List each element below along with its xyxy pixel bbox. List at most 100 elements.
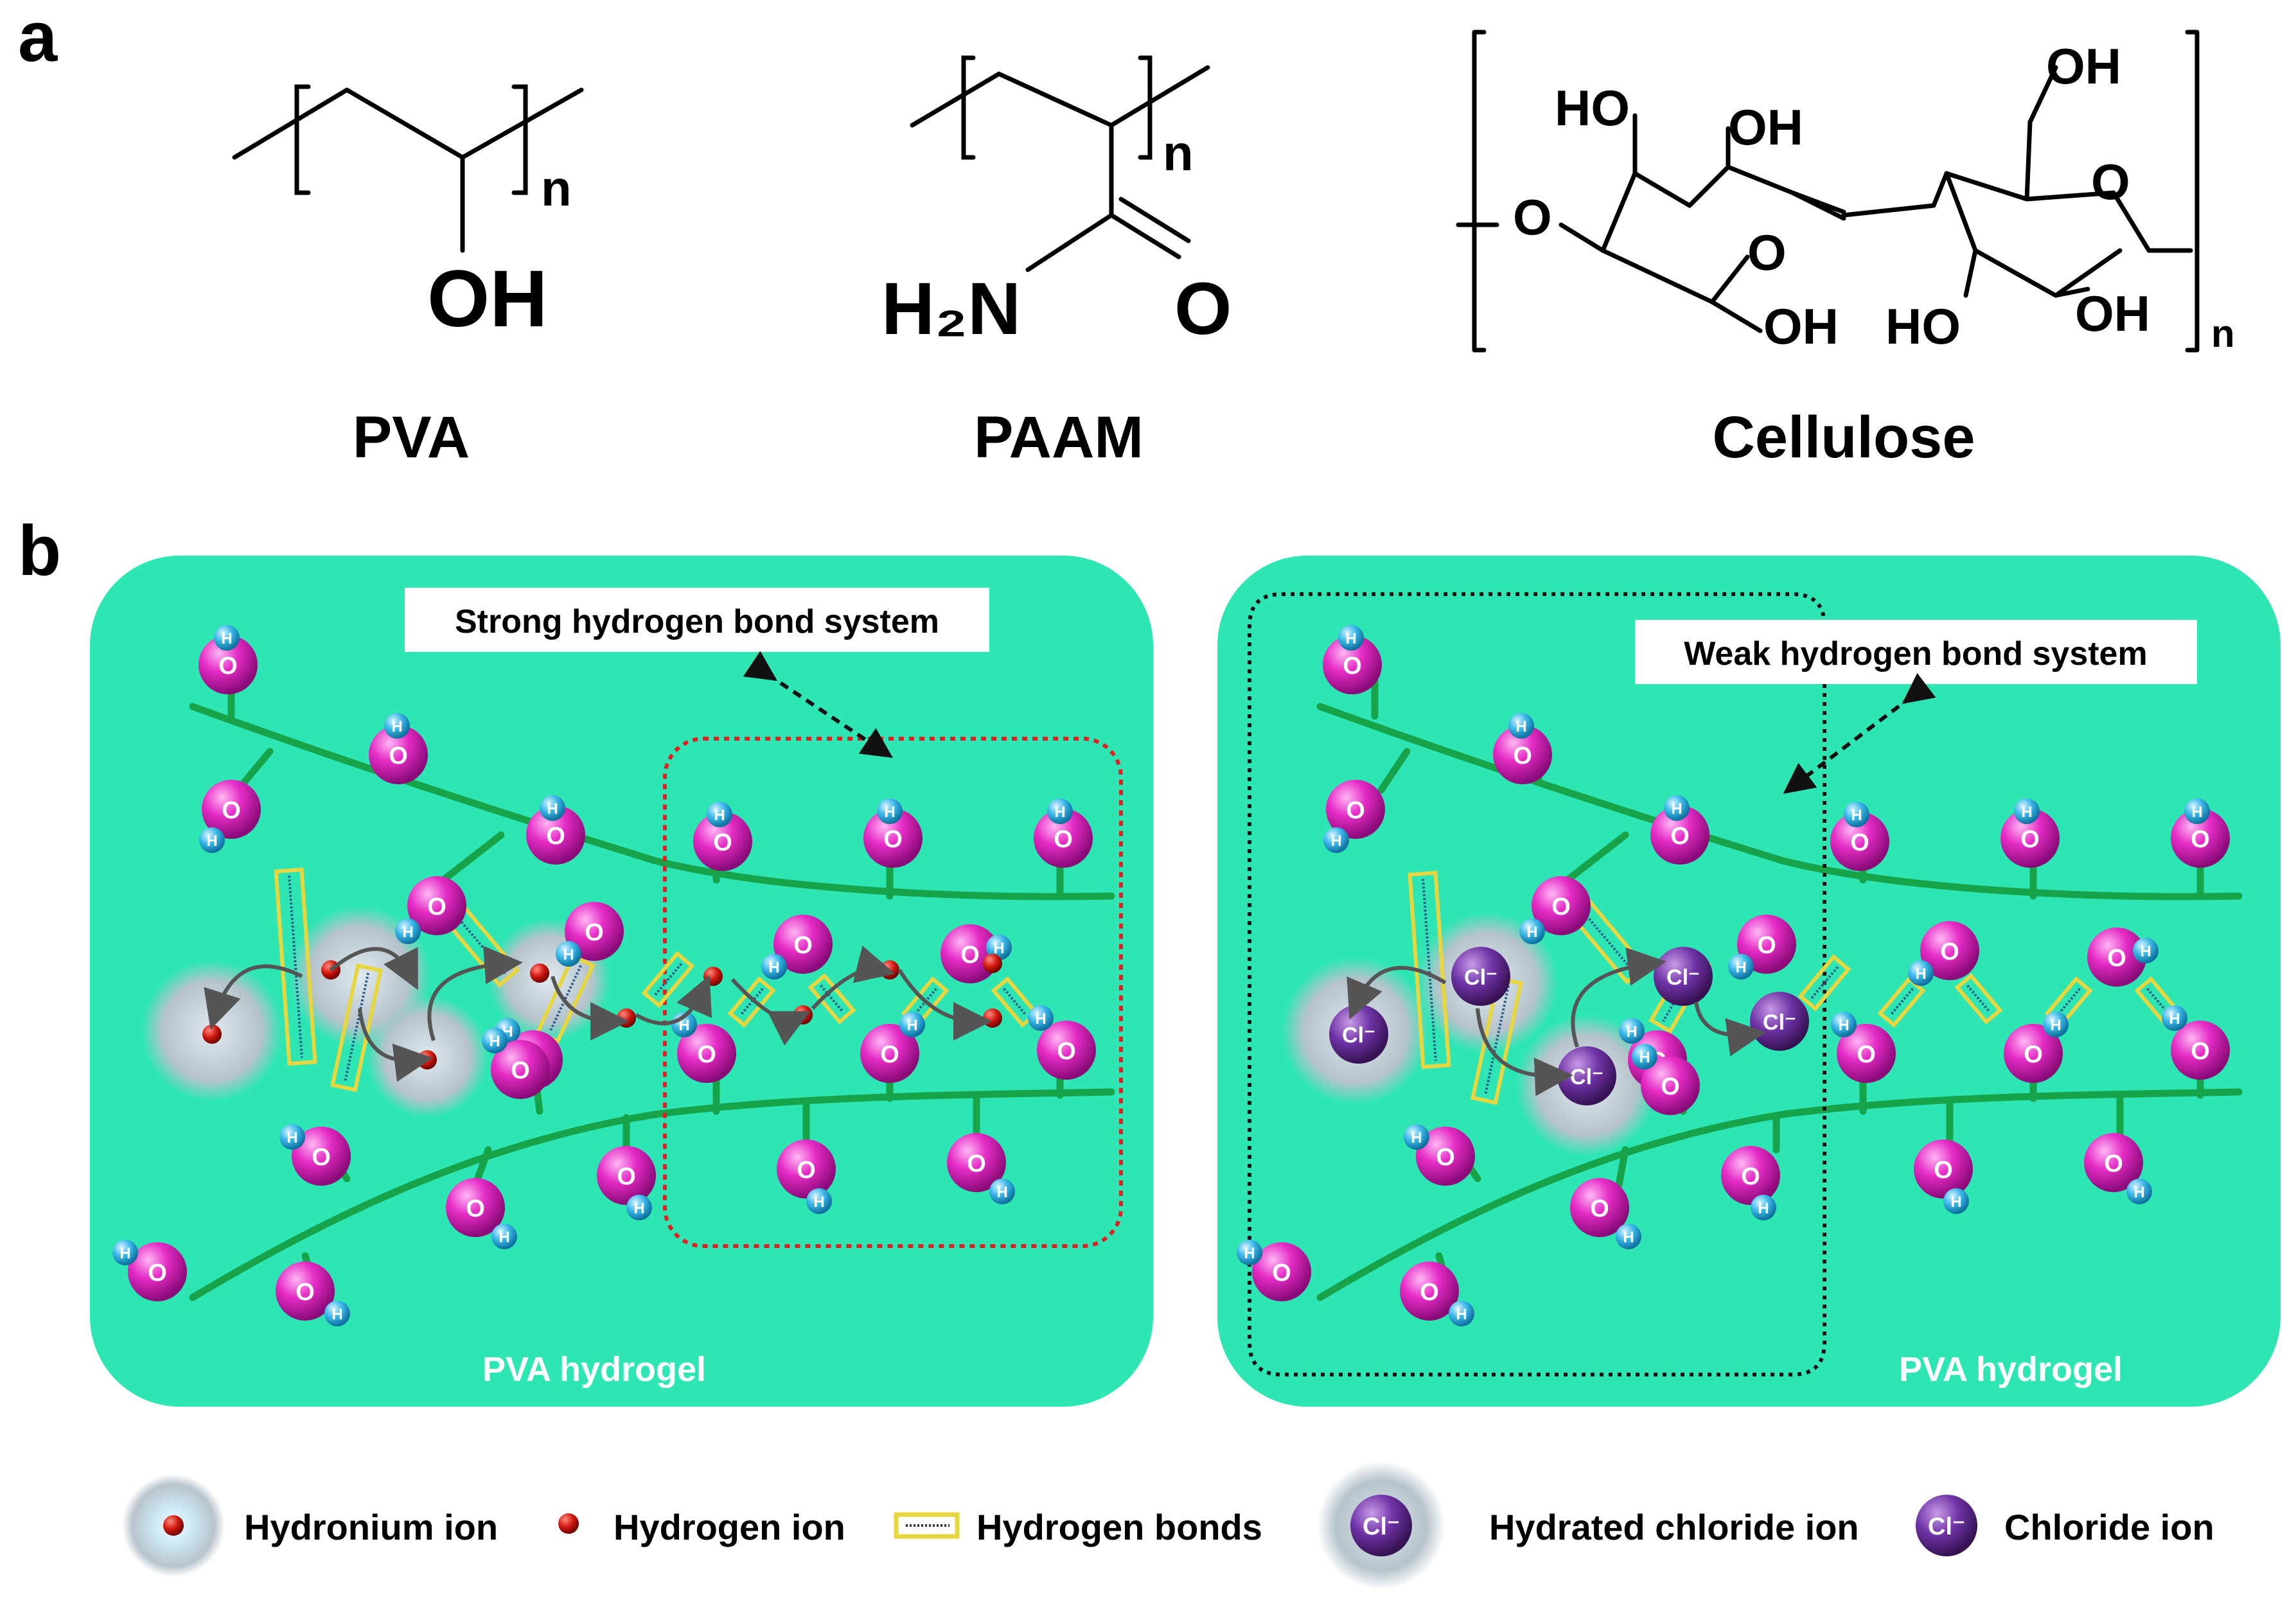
- hydrogen-atom: [199, 827, 225, 853]
- oxygen-atom: [2087, 928, 2146, 987]
- cellulose-o-ring-2: O: [2091, 154, 2130, 210]
- hydrogen-atom: [1664, 795, 1690, 821]
- right-hydrogel-background: [1217, 556, 2281, 1407]
- oxygen-atom: [693, 812, 752, 871]
- legend-hydronium-label: Hydronium ion: [244, 1507, 498, 1547]
- hydroxyl-group: OH: [693, 802, 752, 871]
- hydrogen-symbol: H: [1330, 832, 1341, 850]
- oxygen-atom: [1641, 1056, 1700, 1115]
- hydrogen-bond: [1954, 972, 2003, 1025]
- hydrogen-symbol: H: [499, 1229, 509, 1246]
- hydrogen-atom: [2043, 1012, 2069, 1037]
- left-hydrogel-panel: OHOHOHOHOHOHOHOHOHOHOHOHOHOHOHOHOHOHOHOH…: [90, 556, 1153, 1407]
- hydrogen-atom: [556, 941, 581, 967]
- hydroxyl-group: OH: [2162, 1005, 2230, 1080]
- hydrogen-symbol: H: [1526, 924, 1537, 941]
- left-hydrogel-caption: PVA hydrogel: [482, 1350, 706, 1389]
- oxygen-atom: [565, 902, 624, 961]
- hbond-swatch: [894, 1512, 960, 1539]
- legend-item-hydronium: Hydronium ion: [122, 1474, 498, 1577]
- hydrogen-atom: [1047, 798, 1073, 824]
- hydroxyl-group: OH: [1493, 713, 1552, 784]
- oxygen-atom: [1920, 921, 1979, 980]
- oxygen-atom: [2084, 1133, 2143, 1192]
- chloride-swatch: [1916, 1495, 1977, 1556]
- hydrogen-symbol: H: [2021, 804, 2032, 821]
- hydrogen-symbol: H: [2133, 1184, 2144, 1201]
- hydrogen-ion: [983, 954, 1002, 973]
- hydrogen-atom: [2162, 1005, 2187, 1031]
- oxygen-atom: [860, 1024, 919, 1083]
- oxygen-symbol: O: [713, 829, 732, 856]
- oxygen-symbol: O: [1741, 1163, 1760, 1190]
- hydrogen-symbol: H: [678, 1017, 689, 1034]
- oxygen-atom: [1034, 809, 1093, 868]
- cellulose-o-left: O: [1513, 189, 1552, 245]
- oxygen-symbol: O: [1057, 1038, 1076, 1065]
- oxygen-atom: [597, 1146, 656, 1205]
- hydrogen-ion: [880, 960, 899, 980]
- oxygen-atom: [947, 1133, 1006, 1192]
- legend-item-hbond: Hydrogen bonds: [894, 1507, 1262, 1547]
- oxygen-symbol: O: [1551, 893, 1571, 920]
- oxygen-atom: [1323, 635, 1382, 694]
- hydrogen-symbol: H: [1456, 1306, 1467, 1323]
- hydrogen-bond: [727, 976, 776, 1028]
- chloride-symbol: Cl⁻: [1666, 965, 1700, 990]
- hydroxyl-group: OH: [1632, 1044, 1700, 1115]
- oxygen-symbol: O: [218, 653, 238, 680]
- weak-callout-arrow: [1783, 673, 1936, 794]
- hydrogen-symbol: H: [996, 1184, 1007, 1201]
- strong-callout-text: Strong hydrogen bond system: [455, 603, 939, 640]
- hydrogen-atom: [1237, 1240, 1262, 1265]
- hydroxyl-group: OH: [1519, 876, 1591, 944]
- transfer-arrow: [897, 969, 992, 1041]
- hydrogen-symbol: H: [1623, 1229, 1634, 1246]
- transfer-arrow: [551, 976, 629, 1041]
- oxygen-atom: [1650, 805, 1709, 865]
- panel-b-label: b: [18, 511, 61, 590]
- oxygen-atom: [202, 780, 261, 839]
- hydrated-chloride-symbol: Cl⁻: [1363, 1513, 1400, 1540]
- oxygen-atom: [2171, 1021, 2230, 1080]
- hydroxyl-group: OH: [556, 902, 624, 967]
- oxygen-atom: [369, 725, 428, 784]
- oxygen-atom: [1737, 915, 1796, 974]
- hydroxyl-group: OH: [2084, 1133, 2152, 1204]
- oxygen-symbol: O: [511, 1057, 530, 1084]
- hydrogen-atom: [1028, 1005, 1054, 1031]
- hydrogen-symbol: H: [221, 630, 232, 647]
- hydrogen-atom: [1508, 713, 1534, 739]
- transfer-arrow: [1476, 1008, 1573, 1096]
- cellulose-oh-1: OH: [1728, 99, 1803, 155]
- cellulose-subscript-n: n: [2211, 312, 2235, 355]
- legend-chloride-label: Chloride ion: [2004, 1507, 2214, 1547]
- oxygen-atom: [1570, 1178, 1629, 1237]
- chloride-symbol: Cl⁻: [1464, 965, 1497, 990]
- weak-hbond-region: [1248, 592, 1826, 1376]
- hydroxyl-group: OH: [860, 1012, 925, 1083]
- oxygen-atom: [1837, 1024, 1896, 1083]
- hydrogen-symbol: H: [1054, 804, 1065, 821]
- legend-item-hydrated-chloride: Cl⁻ Hydrated chloride ion: [1317, 1461, 1859, 1590]
- oxygen-atom: [292, 1127, 351, 1186]
- legend-item-hydrogen: Hydrogen ion: [558, 1507, 845, 1547]
- hydrogen-atom: [1908, 960, 1934, 986]
- hydroxyl-group: OH: [2171, 798, 2230, 868]
- oxygen-atom: [276, 1262, 335, 1321]
- hydrated-chloride-core: [1350, 1495, 1412, 1556]
- hydroxyl-group: OH: [446, 1178, 517, 1249]
- oxygen-symbol: O: [1513, 743, 1532, 769]
- chloride-ion: Cl⁻: [1451, 947, 1510, 1006]
- hydrogen-bond: [1797, 954, 1851, 1012]
- hydrogen-symbol: H: [2050, 1017, 2061, 1034]
- hydrogen-ion: [202, 1024, 222, 1044]
- hydrogen-atom: [1728, 954, 1754, 980]
- hydrogen-atom: [1616, 1224, 1641, 1249]
- hydrogen-atom: [1519, 919, 1545, 944]
- hydroxyl-group: OH: [947, 1133, 1015, 1204]
- oxygen-symbol: O: [2191, 826, 2210, 853]
- oxygen-atom: [526, 805, 585, 865]
- transfer-arrow: [330, 947, 418, 990]
